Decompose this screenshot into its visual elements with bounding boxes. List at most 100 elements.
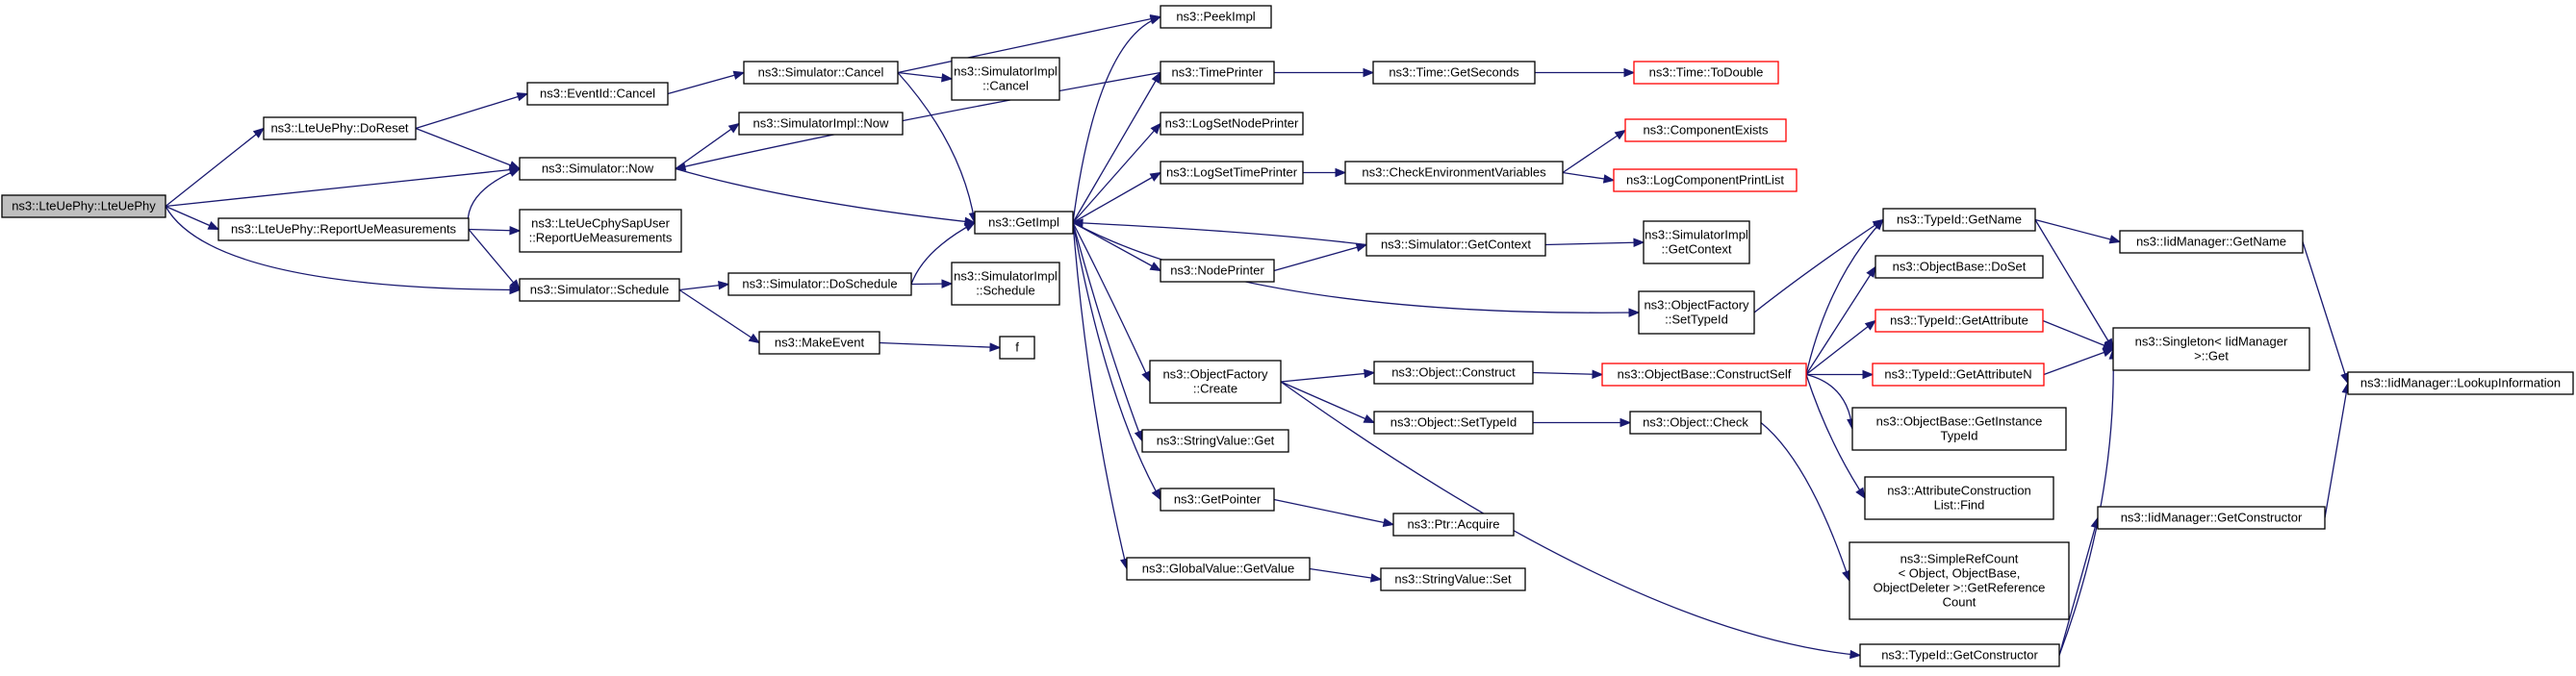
node-label: ObjectDeleter >::GetReference (1874, 581, 2046, 595)
node-label: ns3::Object::Construct (1391, 365, 1516, 380)
node-ns3-timeprinter[interactable]: ns3::TimePrinter (1160, 61, 1275, 85)
node-ns3-checkenvironmentvariables[interactable]: ns3::CheckEnvironmentVariables (1344, 161, 1564, 185)
node-label: ns3::IidManager::LookupInformation (2360, 376, 2561, 390)
node-ns3-objectbase-constructself[interactable]: ns3::ObjectBase::ConstructSelf (1601, 363, 1807, 387)
node-label: ns3::Time::ToDouble (1649, 65, 1764, 80)
node-label: ns3::LteUePhy::DoReset (270, 121, 408, 136)
node-label: ns3::SimulatorImpl::Now (753, 116, 889, 131)
node-label: ns3::NodePrinter (1170, 263, 1264, 278)
node-box (2347, 371, 2574, 395)
node-ns3-iidmanager-getconstructor[interactable]: ns3::IidManager::GetConstructor (2097, 506, 2326, 530)
node-ns3-typeid-getname[interactable]: ns3::TypeId::GetName (1882, 208, 2036, 232)
arrowhead (963, 221, 977, 232)
arrowhead (732, 70, 746, 80)
node-ns3-object-construct[interactable]: ns3::Object::Construct (1373, 361, 1534, 385)
node-ns3-simulatorimpl-now[interactable]: ns3::SimulatorImpl::Now (738, 112, 904, 136)
arrowhead (1382, 517, 1395, 527)
edge-constructself-to-tidgetname (1805, 218, 1884, 375)
node-label: TypeId (1940, 429, 1977, 443)
arrowhead (516, 92, 529, 102)
node-ns3-typeid-getconstructor[interactable]: ns3::TypeId::GetConstructor (1859, 643, 2060, 667)
node-ns3-ptr-acquire[interactable]: ns3::Ptr::Acquire (1392, 513, 1515, 537)
edge-objcheck-to-simplerefcount (1760, 421, 1851, 583)
node-ns3-simulatorimpl-getcontext[interactable]: ns3::SimulatorImpl::GetContext (1643, 220, 1750, 264)
node-ns3-stringvalue-get[interactable]: ns3::StringValue::Get (1141, 429, 1289, 453)
node-label: ::Schedule (976, 284, 1034, 298)
node-ns3-simplerefcount-object-objectbase-objectdeleter-getreference-count[interactable]: ns3::SimpleRefCount< Object, ObjectBase,… (1849, 541, 2070, 620)
node-label: ns3::ComponentExists (1643, 123, 1769, 138)
node-ns3-objectbase-doset[interactable]: ns3::ObjectBase::DoSet (1875, 255, 2044, 279)
node-ns3-lteuecphysapuser-reportuemeasurements[interactable]: ns3::LteUeCphySapUser::ReportUeMeasureme… (519, 209, 682, 253)
node-ns3-simulator-schedule[interactable]: ns3::Simulator::Schedule (519, 278, 680, 302)
node-ns3-simulatorimpl-schedule[interactable]: ns3::SimulatorImpl::Schedule (951, 262, 1060, 306)
node-ns3-componentexists[interactable]: ns3::ComponentExists (1624, 118, 1787, 142)
node-ns3-typeid-getattribute[interactable]: ns3::TypeId::GetAttribute (1875, 309, 2044, 333)
edge-checkenv-to-compexists (1562, 129, 1627, 174)
node-ns3-simulator-getcontext[interactable]: ns3::Simulator::GetContext (1365, 233, 1546, 257)
node-ns3-lteuephy-doreset[interactable]: ns3::LteUePhy::DoReset (263, 116, 417, 140)
node-box (1601, 363, 1807, 387)
arrowhead (748, 333, 761, 344)
node-ns3-stringvalue-set[interactable]: ns3::StringValue::Set (1380, 567, 1526, 591)
arrowhead (1151, 71, 1161, 84)
edge-root-to-simnow (165, 164, 522, 208)
edge-getimpl-to-ofcreate (1072, 222, 1151, 384)
node-ns3-objectfactory-create[interactable]: ns3::ObjectFactory::Create (1149, 360, 1282, 404)
node-ns3-iidmanager-getname[interactable]: ns3::IidManager::GetName (2119, 230, 2304, 254)
node-ns3-eventid-cancel[interactable]: ns3::EventId::Cancel (526, 82, 669, 106)
node-label: ns3::StringValue::Set (1394, 572, 1512, 587)
node-label: ns3::Simulator::DoSchedule (742, 277, 897, 291)
arrowhead (1862, 369, 1875, 380)
node-label: ns3::EventId::Cancel (540, 87, 655, 101)
node-label: ns3::ObjectFactory (1644, 298, 1749, 313)
node-box (519, 157, 676, 181)
edge-reportue-to-sapuser (468, 225, 522, 236)
node-f[interactable]: f (999, 336, 1035, 360)
node-ns3-time-getseconds[interactable]: ns3::Time::GetSeconds (1372, 61, 1536, 85)
node-ns3-getimpl[interactable]: ns3::GetImpl (974, 211, 1074, 235)
node-label: ns3::LogSetTimePrinter (1166, 165, 1298, 180)
node-ns3-simulatorimpl-cancel[interactable]: ns3::SimulatorImpl::Cancel (951, 57, 1060, 101)
edge-simnow-to-getimpl (675, 167, 977, 227)
arrowhead (1602, 174, 1616, 184)
node-label: ns3::Singleton< IidManager (2135, 335, 2288, 349)
node-box (1882, 208, 2036, 232)
node-ns3-logsettimeprinter[interactable]: ns3::LogSetTimePrinter (1160, 161, 1304, 185)
arrowhead (1623, 67, 1636, 78)
node-label: ns3::LteUePhy::LteUePhy (12, 199, 156, 213)
node-ns3-simulator-cancel[interactable]: ns3::Simulator::Cancel (743, 61, 899, 85)
edge-ofcreate-to-getconstructor (1280, 381, 1862, 660)
node-ns3-iidmanager-lookupinformation[interactable]: ns3::IidManager::LookupInformation (2347, 371, 2574, 395)
node-ns3-nodeprinter[interactable]: ns3::NodePrinter (1160, 259, 1275, 283)
node-ns3-objectfactory-settypeid[interactable]: ns3::ObjectFactory::SetTypeId (1638, 290, 1755, 335)
node-ns3-singleton-iidmanager-get[interactable]: ns3::Singleton< IidManager>::Get (2112, 327, 2310, 371)
node-ns3-makeevent[interactable]: ns3::MakeEvent (758, 331, 880, 355)
node-label: ns3::Simulator::Cancel (758, 65, 884, 80)
node-ns3-lteuephy-reportuemeasurements[interactable]: ns3::LteUePhy::ReportUeMeasurements (217, 217, 470, 241)
node-ns3-peekimpl[interactable]: ns3::PeekImpl (1160, 5, 1272, 29)
node-label: List::Find (1934, 498, 1985, 513)
node-ns3-logsetnodeprinter[interactable]: ns3::LogSetNodePrinter (1160, 112, 1304, 136)
edge-constructself-to-getinstance (1805, 373, 1856, 431)
node-ns3-simulator-now[interactable]: ns3::Simulator::Now (519, 157, 676, 181)
node-ns3-simulator-doschedule[interactable]: ns3::Simulator::DoSchedule (727, 272, 912, 296)
arrowhead (1071, 218, 1084, 228)
node-ns3-time-todouble[interactable]: ns3::Time::ToDouble (1633, 61, 1779, 85)
call-edges (165, 14, 2351, 660)
arrowhead (2102, 348, 2115, 358)
node-label: ns3::LteUeCphySapUser (531, 216, 670, 231)
node-ns3-getpointer[interactable]: ns3::GetPointer (1160, 488, 1275, 512)
edge-getattributen-to-singletonget (2043, 348, 2115, 376)
arrowhead (1150, 122, 1161, 135)
node-label: ns3::TypeId::GetName (1897, 213, 2022, 227)
edge-root-to-simschedule (165, 206, 522, 295)
node-ns3-object-settypeid[interactable]: ns3::Object::SetTypeId (1373, 411, 1534, 435)
node-ns3-object-check[interactable]: ns3::Object::Check (1629, 411, 1762, 435)
node-ns3-globalvalue-getvalue[interactable]: ns3::GlobalValue::GetValue (1126, 557, 1311, 581)
node-ns3-logcomponentprintlist[interactable]: ns3::LogComponentPrintList (1613, 168, 1798, 192)
node-ns3-typeid-getattributen[interactable]: ns3::TypeId::GetAttributeN (1872, 363, 2045, 387)
node-box (1859, 643, 2060, 667)
node-label: ns3::LogSetNodePrinter (1165, 116, 1299, 131)
